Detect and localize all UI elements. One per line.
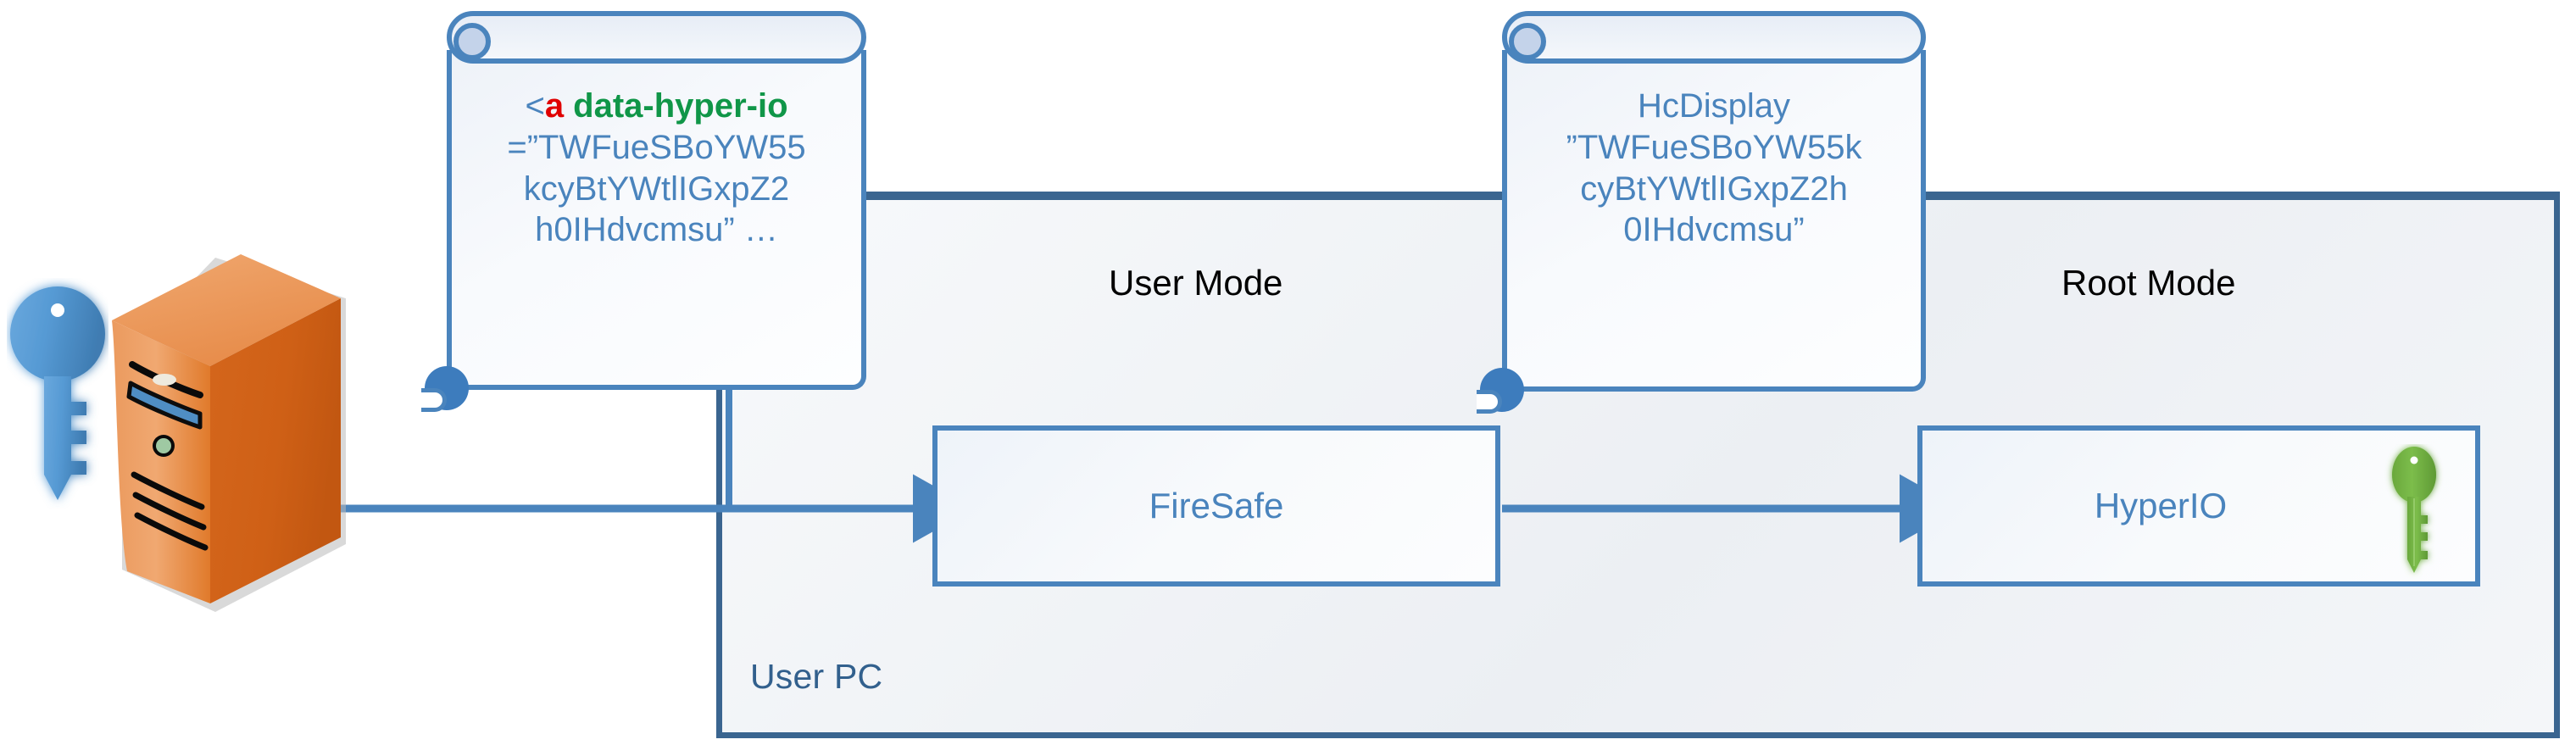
- callout-root-mode-line-1: HcDisplay: [1637, 87, 1791, 125]
- callout-user-mode-header: [447, 11, 866, 64]
- zone-label-user-mode: User Mode: [1109, 263, 1283, 303]
- callout-user-mode-line-4: h0IHdvcmsu” …: [535, 211, 778, 249]
- callout-user-mode-curl-top-icon: [453, 23, 491, 60]
- callout-root-mode-line-4: 0IHdvcmsu”: [1623, 211, 1805, 249]
- callout-root-mode-body: [1502, 50, 1926, 392]
- callout-root-mode[interactable]: HcDisplay ”TWFueSBoYW55k cyBtYWtlIGxpZ2h…: [1477, 11, 1926, 414]
- callout-user-mode-line-2: =”TWFueSBoYW55: [507, 128, 806, 166]
- callout-root-mode-curl-top-icon: [1509, 23, 1546, 60]
- code-token-attr: data-hyper-io: [564, 87, 788, 125]
- code-token-tag: a: [544, 87, 565, 125]
- blue-key-icon: [10, 286, 105, 500]
- callout-root-mode-header: [1502, 11, 1926, 64]
- callout-root-mode-curl-bottom-icon: [1477, 368, 1524, 414]
- process-box-firesafe[interactable]: FireSafe: [932, 425, 1500, 587]
- green-key-icon: [2392, 447, 2436, 573]
- zone-label-root-mode: Root Mode: [2061, 263, 2236, 303]
- callout-user-mode-curl-bottom-icon: [421, 366, 469, 412]
- callout-user-mode-line-3: kcyBtYWtlIGxpZ2: [523, 170, 790, 208]
- callout-user-mode[interactable]: <a data-hyper-io =”TWFueSBoYW55 kcyBtYWt…: [421, 11, 866, 412]
- callout-root-mode-line-2: ”TWFueSBoYW55k: [1566, 128, 1862, 166]
- callout-root-mode-text: HcDisplay ”TWFueSBoYW55k cyBtYWtlIGxpZ2h…: [1511, 86, 1917, 251]
- process-box-hyperio-label: HyperIO: [2094, 486, 2228, 525]
- server-tower-icon: [112, 254, 346, 612]
- callout-user-mode-body: [447, 50, 866, 390]
- callout-user-mode-line-1: <a data-hyper-io: [455, 86, 858, 127]
- process-box-firesafe-label: FireSafe: [1149, 486, 1284, 525]
- callout-user-mode-text: <a data-hyper-io =”TWFueSBoYW55 kcyBtYWt…: [455, 86, 858, 251]
- code-token-lt: <: [525, 87, 545, 125]
- process-box-hyperio[interactable]: HyperIO: [1917, 425, 2480, 587]
- user-pc-label: User PC: [750, 657, 883, 696]
- callout-root-mode-line-3: cyBtYWtlIGxpZ2h: [1580, 170, 1848, 208]
